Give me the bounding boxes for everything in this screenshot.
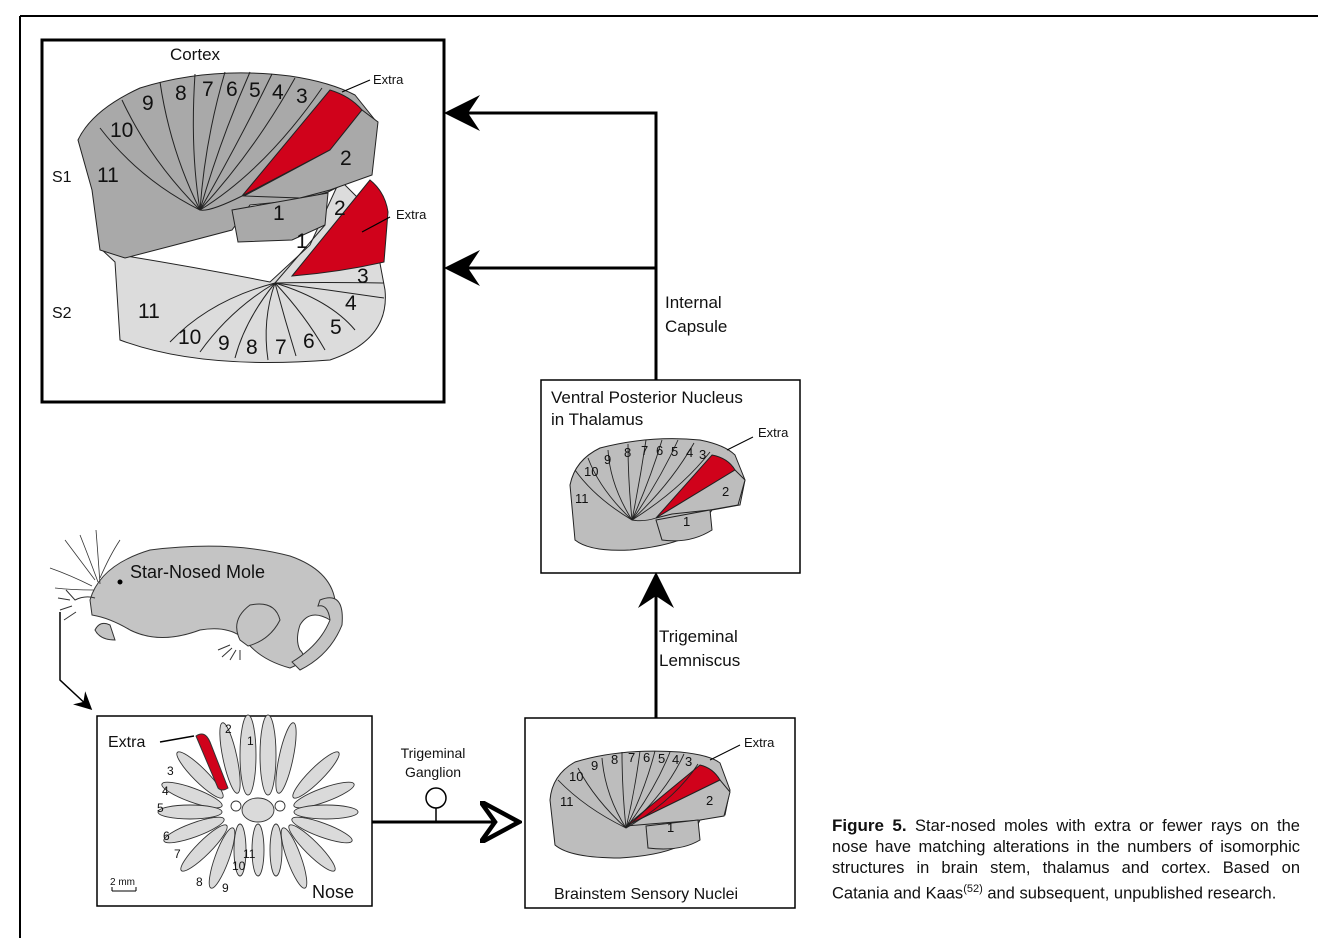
bs-num-8: 8: [611, 752, 618, 767]
thal-num-8: 8: [624, 445, 631, 460]
bs-num-3: 3: [685, 754, 692, 769]
bs-num-9: 9: [591, 758, 598, 773]
mole-label: Star-Nosed Mole: [130, 562, 265, 582]
s2-num-10: 10: [178, 326, 201, 349]
ray-num-1: 1: [247, 734, 254, 748]
thal-num-5: 5: [671, 444, 678, 459]
bs-num-11: 11: [560, 794, 574, 809]
thalamus-title-2: in Thalamus: [551, 410, 643, 429]
bs-num-10: 10: [569, 769, 583, 784]
s2-label: S2: [52, 305, 72, 322]
s1-num-5: 5: [249, 79, 261, 102]
thalamus-panel: Ventral Posterior Nucleus in Thalamus 11…: [541, 380, 800, 573]
ray-num-3: 3: [167, 764, 174, 778]
s1-num-6: 6: [226, 78, 238, 101]
bs-num-1: 1: [667, 820, 674, 835]
ray-num-7: 7: [174, 847, 181, 861]
thal-num-11: 11: [575, 491, 589, 506]
nose-title: Nose: [312, 882, 354, 902]
nose-scale-label: 2 mm: [110, 877, 135, 888]
brainstem-panel: 11 10 9 8 7 6 5 4 3 2 1 Extra Brainstem …: [525, 718, 795, 908]
s2-num-8: 8: [246, 336, 258, 359]
trigeminal-ganglion-pathway: Trigeminal Ganglion: [372, 745, 516, 822]
thalamus-title-1: Ventral Posterior Nucleus: [551, 388, 743, 407]
cortex-panel: Cortex S1 S2: [42, 40, 444, 402]
thal-num-10: 10: [584, 464, 598, 479]
ray-num-2: 2: [225, 722, 232, 736]
bs-num-5: 5: [658, 751, 665, 766]
thal-num-6: 6: [656, 443, 663, 458]
s1-num-3: 3: [296, 85, 308, 108]
nose-extra-label: Extra: [108, 734, 145, 751]
ray-num-9: 9: [222, 881, 229, 895]
s1-num-9: 9: [142, 92, 154, 115]
thal-num-4: 4: [686, 445, 693, 460]
s1-num-1: 1: [273, 202, 285, 225]
s2-num-9: 9: [218, 332, 230, 355]
ray-num-10: 10: [232, 859, 246, 873]
s1-num-2: 2: [340, 147, 352, 170]
ray-num-11: 11: [243, 847, 256, 861]
s2-num-1: 1: [296, 230, 308, 253]
s2-num-2: 2: [334, 197, 346, 220]
bs-num-2: 2: [706, 793, 713, 808]
s2-num-11: 11: [138, 300, 160, 323]
ganglion-label-1: Trigeminal: [401, 745, 466, 761]
s2-num-6: 6: [303, 330, 315, 353]
mole-illustration: Star-Nosed Mole: [50, 530, 342, 670]
s1-num-4: 4: [272, 81, 284, 104]
bs-num-6: 6: [643, 750, 650, 765]
brainstem-title: Brainstem Sensory Nuclei: [554, 886, 738, 903]
s1-extra-label: Extra: [373, 72, 404, 87]
thal-num-3: 3: [699, 447, 706, 462]
s2-num-3: 3: [357, 265, 369, 288]
ray-num-6: 6: [163, 829, 170, 843]
thalamus-extra-label: Extra: [758, 425, 789, 440]
s1-label: S1: [52, 169, 72, 186]
nose-panel: Extra 1 2 3 4 5 6 7 8 9 10 11 2 mm Nose: [97, 715, 372, 906]
bs-num-7: 7: [628, 750, 635, 765]
thal-num-2: 2: [722, 484, 729, 499]
internal-capsule-label-2: Capsule: [665, 317, 727, 336]
s2-extra-label: Extra: [396, 207, 427, 222]
s2-num-7: 7: [275, 336, 287, 359]
thal-num-1: 1: [683, 514, 690, 529]
s1-num-10: 10: [110, 119, 133, 142]
s1-num-8: 8: [175, 82, 187, 105]
s1-num-7: 7: [202, 78, 214, 101]
figure-caption: Figure 5. Star-nosed moles with extra or…: [832, 815, 1300, 905]
brainstem-extra-label: Extra: [744, 735, 775, 750]
s2-num-4: 4: [345, 292, 357, 315]
caption-text-2: and subsequent, unpublished research.: [983, 885, 1277, 903]
caption-label: Figure 5.: [832, 816, 907, 835]
mole-to-nose-arrow: [60, 612, 90, 708]
ray-num-8: 8: [196, 875, 203, 889]
s1-num-11: 11: [97, 164, 119, 187]
internal-capsule-label-1: Internal: [665, 293, 722, 312]
internal-capsule-arrows: [450, 113, 656, 380]
lemniscus-label-2: Lemniscus: [659, 651, 740, 670]
caption-ref: (52): [963, 883, 983, 895]
cortex-title: Cortex: [170, 45, 221, 64]
ray-num-5: 5: [157, 801, 164, 815]
thal-num-7: 7: [641, 443, 648, 458]
bs-num-4: 4: [672, 752, 679, 767]
ray-num-4: 4: [162, 784, 169, 798]
ganglion-label-2: Ganglion: [405, 764, 461, 780]
s2-num-5: 5: [330, 316, 342, 339]
lemniscus-label-1: Trigeminal: [659, 627, 738, 646]
thal-num-9: 9: [604, 452, 611, 467]
